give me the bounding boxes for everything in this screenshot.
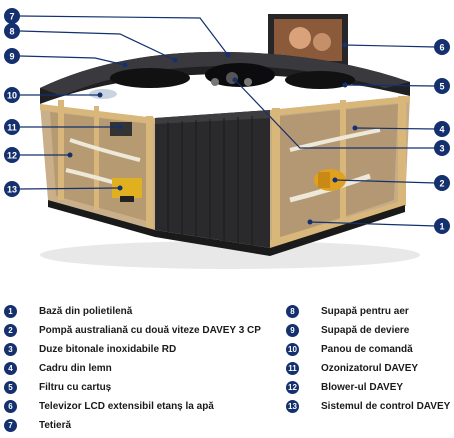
- legend-number: 1: [4, 304, 17, 318]
- callout-8: 8: [4, 23, 20, 39]
- svg-text:1: 1: [439, 222, 444, 232]
- legend-number: 6: [4, 399, 17, 413]
- legend-number: 7: [4, 418, 17, 432]
- callout-1: 1: [434, 218, 450, 234]
- tub-shell: [40, 51, 410, 104]
- callout-7: 7: [4, 8, 20, 24]
- callout-2: 2: [434, 175, 450, 191]
- legend-item-5: 5 Filtru cu cartuș: [4, 380, 111, 394]
- svg-text:10: 10: [7, 91, 17, 101]
- legend-number: 10: [286, 342, 299, 356]
- svg-text:13: 13: [7, 185, 17, 195]
- legend-label: Supapă pentru aer: [321, 305, 409, 317]
- tub-shadow: [40, 241, 420, 269]
- legend-number: 2: [4, 323, 17, 337]
- legend-label: Pompă australiană cu două viteze DAVEY 3…: [39, 324, 261, 336]
- callout-3: 3: [434, 140, 450, 156]
- legend-item-7: 7 Tetieră: [4, 418, 71, 432]
- legend-item-4: 4 Cadru din lemn: [4, 361, 112, 375]
- legend-item-9: 9 Supapă de deviere: [286, 323, 409, 337]
- legend-label: Blower-ul DAVEY: [321, 381, 404, 393]
- legend-number: 9: [286, 323, 299, 337]
- callout-10: 10: [4, 87, 20, 103]
- callout-6: 6: [434, 39, 450, 55]
- leader-endpoints: [67, 42, 358, 225]
- svg-text:9: 9: [9, 52, 14, 62]
- legend-label: Duze bitonale inoxidabile RD: [39, 343, 177, 355]
- legend-item-6: 6 Televizor LCD extensibil etanș la apă: [4, 399, 214, 413]
- hot-tub-diagram: 7 8 9 10 11 12 13 6 5 4 3 2 1: [4, 8, 450, 269]
- legend-number: 12: [286, 380, 299, 394]
- legend-label: Panou de comandă: [321, 343, 413, 355]
- legend-label: Sistemul de control DAVEY: [321, 400, 451, 412]
- legend-item-8: 8 Supapă pentru aer: [286, 304, 409, 318]
- leader-lines: [19, 15, 437, 227]
- legend-label: Bază din polietilenă: [39, 305, 133, 317]
- legend-label: Tetieră: [39, 419, 72, 431]
- legend-number: 4: [4, 361, 17, 375]
- callout-11: 11: [4, 119, 20, 135]
- svg-text:11: 11: [7, 123, 17, 133]
- svg-text:6: 6: [439, 43, 444, 53]
- svg-text:7: 7: [9, 12, 14, 22]
- legend-label: Filtru cu cartuș: [39, 381, 112, 393]
- callout-4: 4: [434, 121, 450, 137]
- front-corner-panel: [155, 110, 272, 248]
- svg-text:4: 4: [439, 125, 444, 135]
- legend-item-12: 12 Blower-ul DAVEY: [286, 380, 403, 394]
- legend-item-11: 11 Ozonizatorul DAVEY: [286, 361, 418, 375]
- callout-12: 12: [4, 147, 20, 163]
- legend-number: 11: [286, 361, 299, 375]
- legend-number: 3: [4, 342, 17, 356]
- callout-9: 9: [4, 48, 20, 64]
- legend-item-2: 2 Pompă australiană cu două viteze DAVEY …: [4, 323, 261, 337]
- legend: 1 Bază din polietilenă 2 Pompă australiană…: [0, 296, 454, 438]
- legend-item-10: 10 Panou de comandă: [286, 342, 413, 356]
- svg-text:12: 12: [7, 151, 17, 161]
- legend-item-3: 3 Duze bitonale inoxidabile RD: [4, 342, 176, 356]
- right-cutaway: [270, 96, 410, 248]
- tub-base: [48, 200, 405, 256]
- callout-5: 5: [434, 78, 450, 94]
- legend-number: 13: [286, 399, 299, 413]
- legend-item-13: 13 Sistemul de control DAVEY: [286, 399, 450, 413]
- svg-text:5: 5: [439, 82, 444, 92]
- svg-text:2: 2: [439, 179, 444, 189]
- svg-text:8: 8: [9, 27, 14, 37]
- legend-item-1: 1 Bază din polietilenă: [4, 304, 132, 318]
- legend-label: Ozonizatorul DAVEY: [321, 362, 419, 374]
- left-cutaway: [40, 100, 155, 230]
- legend-label: Cadru din lemn: [39, 362, 112, 374]
- legend-label: Supapă de deviere: [321, 324, 410, 336]
- svg-text:3: 3: [439, 144, 444, 154]
- legend-number: 5: [4, 380, 17, 394]
- legend-label: Televizor LCD extensibil etanș la apă: [39, 400, 214, 412]
- callout-13: 13: [4, 181, 20, 197]
- legend-number: 8: [286, 304, 299, 318]
